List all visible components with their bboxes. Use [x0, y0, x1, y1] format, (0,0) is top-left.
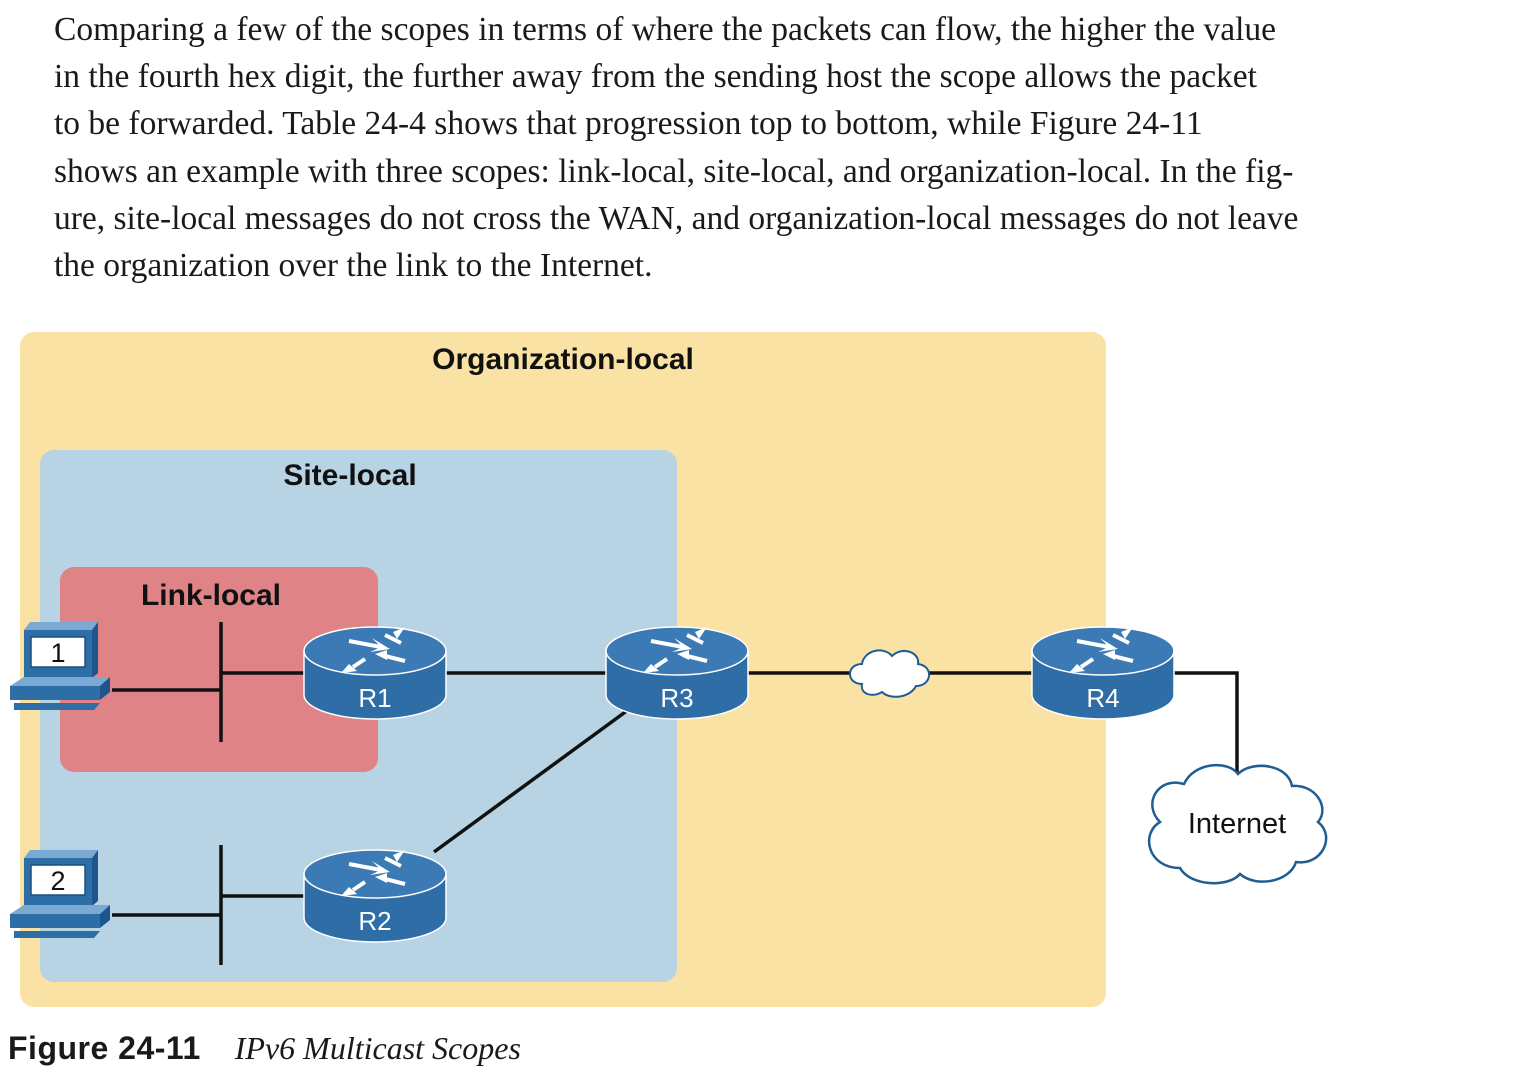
paragraph-line: shows an example with three scopes: link…	[54, 152, 1294, 190]
figure-caption: Figure 24-11 IPv6 Multicast Scopes	[8, 1030, 521, 1067]
router-label: R3	[660, 683, 693, 713]
paragraph-line: to be forwarded. Table 24-4 shows that p…	[54, 105, 1203, 143]
wan-cloud-icon	[849, 649, 930, 698]
host-2-icon: 2	[10, 850, 110, 938]
figure-number: Figure 24-11	[8, 1030, 201, 1066]
router-r2-icon: R2	[303, 848, 447, 943]
router-label: R4	[1086, 683, 1119, 713]
router-r1-icon: R1	[303, 625, 447, 720]
internet-label: Internet	[1188, 808, 1286, 840]
r2-r3-link	[432, 708, 630, 854]
site-local-label: Site-local	[283, 459, 416, 492]
link-local-zone	[60, 567, 378, 772]
host-number-label: 1	[50, 638, 65, 668]
paragraph-line: the organization over the link to the In…	[54, 247, 653, 285]
router-r3-icon: R3	[605, 625, 749, 720]
router-label: R2	[358, 906, 391, 936]
router-label: R1	[358, 683, 391, 713]
link-local-label: Link-local	[141, 579, 281, 612]
multicast-scope-figure: Organization-local Site-local Link-local…	[10, 332, 1328, 1007]
body-paragraph: Comparing a few of the scopes in terms o…	[54, 6, 1494, 289]
r4-internet-link	[1174, 671, 1239, 776]
figure-title: IPv6 Multicast Scopes	[234, 1030, 521, 1066]
paragraph-line: in the fourth hex digit, the further awa…	[54, 58, 1257, 96]
network-links	[112, 622, 1239, 965]
host-number-label: 2	[50, 866, 65, 896]
host-1-icon: 1	[10, 622, 110, 710]
paragraph-line: ure, site-local messages do not cross th…	[54, 199, 1299, 237]
router-r4-icon: R4	[1031, 625, 1175, 720]
internet-cloud-icon: Internet	[1147, 763, 1328, 885]
organization-local-label: Organization-local	[432, 343, 694, 376]
paragraph-line: Comparing a few of the scopes in terms o…	[54, 11, 1277, 48]
